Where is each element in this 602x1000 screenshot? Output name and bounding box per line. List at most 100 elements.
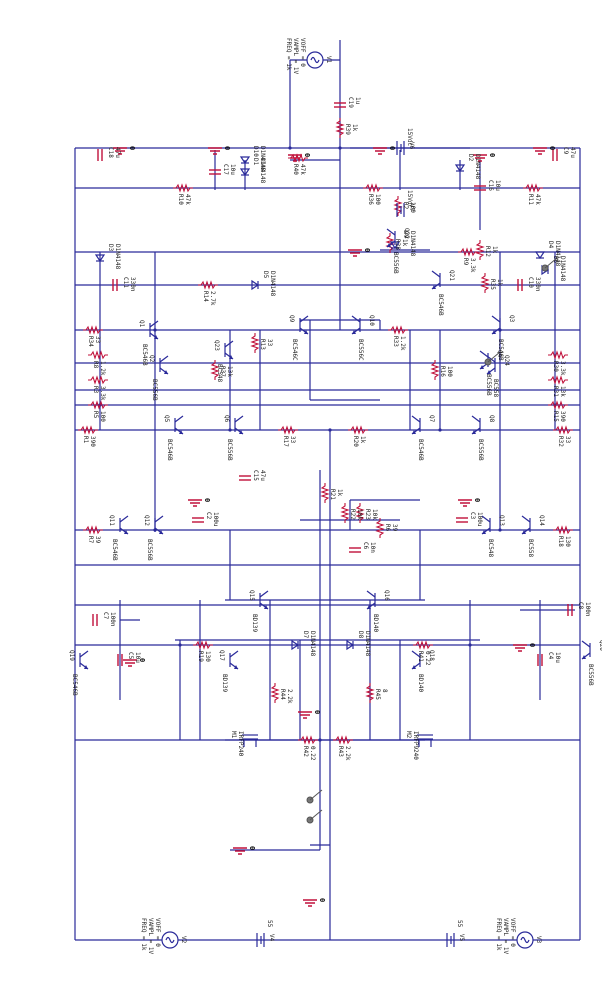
diode-part: D1N4148: [259, 158, 266, 184]
supply-ref: V6: [408, 142, 415, 150]
diode: [291, 639, 300, 651]
transistor-collector: [259, 590, 269, 598]
emitter-arrow: [492, 330, 496, 334]
transistor-collector: [386, 228, 396, 236]
resistor-value: 390: [559, 411, 566, 422]
ground-symbol: [233, 847, 247, 855]
transistor-part: BC546B: [417, 439, 424, 461]
resistor: [88, 400, 108, 410]
emitter-arrow: [487, 370, 491, 374]
capacitor-value: 100n: [109, 612, 116, 627]
capacitor: [97, 149, 103, 161]
resistor-value: 10k: [356, 509, 363, 520]
resistor-value: 3.3k: [469, 258, 476, 273]
resistor: [198, 280, 218, 290]
resistor: [480, 273, 490, 293]
transistor-part: BC556B: [146, 539, 153, 561]
mosfet: [417, 734, 433, 747]
transistor: [411, 415, 421, 435]
capacitor: [92, 614, 98, 626]
resistor: [548, 375, 568, 385]
emitter-arrow: [154, 335, 158, 339]
diode-ref: D4: [547, 241, 554, 249]
diode-ref: D7: [302, 631, 309, 639]
capacitor-value: 47u: [569, 147, 576, 158]
resistor-ref: R12: [484, 246, 491, 257]
resistor-value: 100: [409, 202, 416, 213]
resistor: [375, 518, 385, 538]
supply-rails: [74, 147, 581, 941]
capacitor-value: 10n: [369, 542, 376, 553]
diode-ref: D8: [357, 631, 364, 639]
resistor-body: [278, 425, 298, 435]
ground-symbol: [458, 499, 472, 507]
transistor-collector: [411, 650, 421, 658]
transistor-ref: Q11: [108, 515, 115, 526]
ground-symbol: [533, 147, 547, 155]
resistor: [83, 525, 103, 535]
resistor-value: 3.3k: [559, 361, 566, 376]
resistor-value: 2.7k: [209, 291, 216, 306]
ground-label: 0: [248, 846, 256, 850]
transistor-collector: [491, 315, 501, 323]
transistor: [386, 228, 396, 248]
transistor-ref: Q7: [428, 415, 435, 423]
resistor-ref: R45: [374, 689, 381, 700]
capacitor-value: 330n: [129, 277, 136, 292]
resistor-ref: R8: [92, 361, 99, 369]
transistor: [366, 590, 376, 610]
transistor-ref: Q12: [143, 515, 150, 526]
resistor-value: 0.22: [424, 651, 431, 666]
diode-ref: D3: [107, 244, 114, 252]
capacitor: [456, 517, 468, 523]
transistor-collector: [224, 340, 234, 348]
capacitor: [537, 654, 543, 666]
resistor: [523, 183, 543, 193]
resistor-body: [250, 333, 260, 353]
resistor-value: 1k: [336, 489, 343, 497]
resistor-ref: R30: [552, 361, 559, 372]
emitter-arrow: [582, 655, 586, 659]
ground-symbol: [348, 249, 362, 257]
diode-anode: [291, 639, 300, 651]
mosfet-ref: M2: [405, 731, 412, 739]
resistor: [250, 333, 260, 353]
resistor: [355, 503, 365, 523]
diode-part: D1N4148: [114, 244, 121, 270]
resistor-body: [393, 196, 403, 216]
resistor-value: 39: [94, 536, 101, 544]
emitter-arrow: [239, 430, 243, 434]
ground-label: 0: [363, 248, 371, 252]
transistor-ref: Q3: [508, 315, 515, 323]
resistor-ref: R22: [349, 509, 356, 520]
ground-label: 0: [528, 643, 536, 647]
transistor: [119, 515, 129, 535]
emitter-arrow: [412, 430, 416, 434]
resistor-body: [385, 233, 395, 253]
resistor-body: [298, 735, 318, 745]
ground-label: 0: [303, 153, 311, 157]
transistor-part: BC546B: [111, 539, 118, 561]
resistor: [333, 735, 353, 745]
diode: [251, 279, 260, 291]
sine-source: [306, 51, 324, 69]
transistor: [259, 590, 269, 610]
capacitor: [474, 185, 486, 191]
resistor-ref: R7: [87, 536, 94, 544]
transistor-part: BC556B: [485, 374, 492, 396]
transistor-ref: Q4: [496, 350, 503, 358]
mosfet-part: IRFP9240: [412, 731, 419, 760]
diode-part: D1N4148: [259, 146, 266, 172]
resistor-value: 33: [266, 339, 273, 347]
transistor-ref: Q9: [288, 315, 295, 323]
transistor-collector: [159, 355, 169, 363]
source-param: VAMPL = 1V: [292, 38, 299, 75]
resistor-body: [388, 325, 408, 335]
resistor: [363, 183, 383, 193]
resistor-body: [548, 350, 568, 360]
resistor-body: [548, 375, 568, 385]
emitter-arrow: [234, 665, 238, 669]
resistor-body: [340, 503, 350, 523]
capacitor: [334, 102, 346, 108]
resistor-ref: R41: [417, 651, 424, 662]
